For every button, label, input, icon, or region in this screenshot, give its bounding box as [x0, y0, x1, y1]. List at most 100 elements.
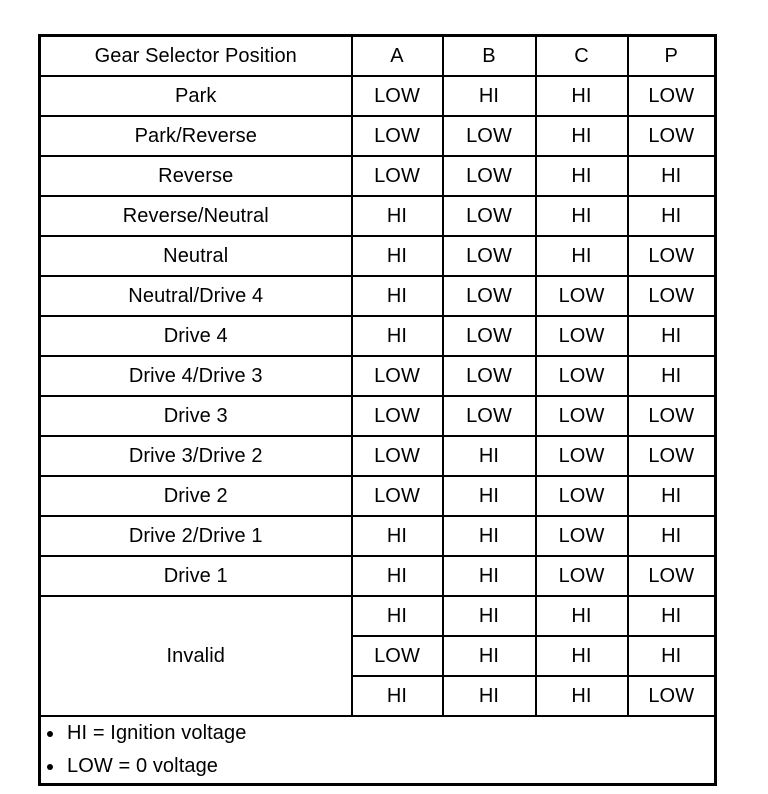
column-header-gear-selector-position: Gear Selector Position: [38, 34, 353, 77]
table-row: Reverse/Neutral HI LOW HI HI: [38, 195, 717, 237]
cell-c: LOW: [534, 275, 629, 317]
bullet-icon: [47, 763, 53, 770]
cell-b: HI: [441, 515, 537, 557]
row-label: Park/Reverse: [38, 115, 353, 157]
cell-c: HI: [534, 155, 629, 197]
cell-b: HI: [441, 675, 537, 717]
cell-a: HI: [350, 555, 444, 597]
row-label: Drive 3: [38, 395, 353, 437]
cell-p: HI: [626, 475, 717, 517]
row-label: Drive 2: [38, 475, 353, 517]
row-label: Neutral: [38, 235, 353, 277]
cell-b: HI: [441, 555, 537, 597]
table-row: Drive 1 HI HI LOW LOW: [38, 555, 717, 597]
row-label: Neutral/Drive 4: [38, 275, 353, 317]
column-header-a: A: [350, 34, 444, 77]
cell-a: HI: [350, 675, 444, 717]
cell-p: LOW: [626, 235, 717, 277]
cell-b: LOW: [441, 115, 537, 157]
cell-a: HI: [350, 235, 444, 277]
cell-b: HI: [441, 75, 537, 117]
cell-c: HI: [534, 195, 629, 237]
cell-c: LOW: [534, 355, 629, 397]
cell-b: LOW: [441, 395, 537, 437]
column-header-p: P: [626, 34, 717, 77]
row-label: Drive 2/Drive 1: [38, 515, 353, 557]
cell-b: LOW: [441, 155, 537, 197]
table-row-invalid: HI HI HI LOW: [40, 675, 717, 717]
cell-a: LOW: [350, 155, 444, 197]
cell-c: HI: [534, 235, 629, 277]
cell-c: LOW: [534, 435, 629, 477]
row-label: Reverse/Neutral: [38, 195, 353, 237]
cell-p: HI: [626, 315, 717, 357]
column-header-c: C: [534, 34, 629, 77]
cell-b: LOW: [441, 235, 537, 277]
cell-c: HI: [534, 75, 629, 117]
cell-p: LOW: [626, 275, 717, 317]
table-row: Neutral/Drive 4 HI LOW LOW LOW: [38, 275, 717, 317]
cell-a: LOW: [350, 435, 444, 477]
cell-p: HI: [626, 355, 717, 397]
table-row: Drive 4/Drive 3 LOW LOW LOW HI: [38, 355, 717, 397]
table-body: Gear Selector Position A B C P Park LOW …: [38, 34, 717, 786]
cell-a: LOW: [350, 475, 444, 517]
cell-c: HI: [534, 115, 629, 157]
table-row: Neutral HI LOW HI LOW: [38, 235, 717, 277]
cell-b: LOW: [441, 195, 537, 237]
row-label-invalid: Invalid: [38, 595, 353, 717]
cell-p: HI: [626, 595, 717, 637]
cell-c: HI: [534, 635, 629, 677]
cell-a: HI: [350, 515, 444, 557]
cell-a: LOW: [350, 115, 444, 157]
table-row: Drive 3 LOW LOW LOW LOW: [38, 395, 717, 437]
cell-b: HI: [441, 475, 537, 517]
table-row: Drive 2/Drive 1 HI HI LOW HI: [38, 515, 717, 557]
cell-a: LOW: [350, 635, 444, 677]
cell-a: HI: [350, 275, 444, 317]
cell-c: HI: [534, 595, 629, 637]
cell-c: LOW: [534, 315, 629, 357]
row-label: Drive 1: [38, 555, 353, 597]
cell-a: LOW: [350, 355, 444, 397]
cell-a: LOW: [350, 395, 444, 437]
cell-a: HI: [350, 195, 444, 237]
cell-p: LOW: [626, 75, 717, 117]
bullet-icon: [47, 730, 53, 737]
table-row-invalid: LOW HI HI HI: [40, 635, 717, 677]
row-label: Park: [38, 75, 353, 117]
gear-selector-table-wrapper: Gear Selector Position A B C P Park LOW …: [38, 34, 717, 786]
cell-b: HI: [441, 435, 537, 477]
legend-item-text: HI = Ignition voltage: [67, 722, 247, 744]
legend-cell: HI = Ignition voltage LOW = 0 voltage: [38, 715, 717, 786]
cell-c: LOW: [534, 395, 629, 437]
cell-c: LOW: [534, 555, 629, 597]
cell-p: LOW: [626, 555, 717, 597]
cell-c: HI: [534, 675, 629, 717]
table-row: Park/Reverse LOW LOW HI LOW: [38, 115, 717, 157]
legend-item-hi: HI = Ignition voltage: [41, 717, 714, 750]
table-header-row: Gear Selector Position A B C P: [38, 34, 717, 77]
cell-p: HI: [626, 195, 717, 237]
legend-item-low: LOW = 0 voltage: [41, 750, 714, 783]
table-row: Park LOW HI HI LOW: [38, 75, 717, 117]
table-row: Drive 3/Drive 2 LOW HI LOW LOW: [38, 435, 717, 477]
cell-p: HI: [626, 155, 717, 197]
table-row-invalid: Invalid HI HI HI HI: [38, 595, 717, 717]
cell-p: HI: [626, 635, 717, 677]
cell-b: LOW: [441, 275, 537, 317]
cell-c: LOW: [534, 475, 629, 517]
table-footnote-row: HI = Ignition voltage LOW = 0 voltage: [38, 715, 717, 786]
cell-a: HI: [350, 595, 444, 637]
legend-item-text: LOW = 0 voltage: [67, 755, 219, 777]
row-label: Drive 3/Drive 2: [38, 435, 353, 477]
row-label: Reverse: [38, 155, 353, 197]
cell-b: HI: [441, 635, 537, 677]
table-row: Reverse LOW LOW HI HI: [38, 155, 717, 197]
cell-a: LOW: [350, 75, 444, 117]
cell-b: HI: [441, 595, 537, 637]
cell-b: LOW: [441, 315, 537, 357]
cell-p: LOW: [626, 395, 717, 437]
cell-b: LOW: [441, 355, 537, 397]
